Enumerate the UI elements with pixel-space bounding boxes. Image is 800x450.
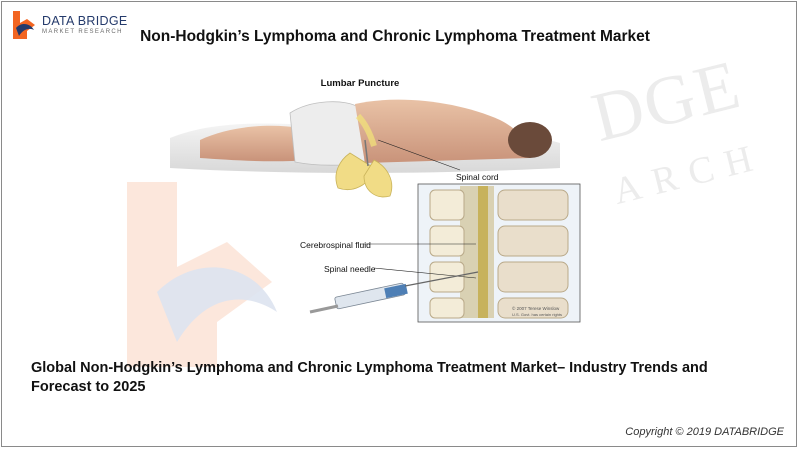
label-csf: Cerebrospinal fluid bbox=[300, 240, 371, 250]
gloved-hand-right bbox=[363, 159, 393, 198]
vertebrae-group bbox=[429, 189, 569, 319]
needle-leader bbox=[373, 267, 477, 279]
syringe-icon bbox=[309, 271, 479, 314]
illustration-credit-2: U.S. Govt. has certain rights bbox=[512, 312, 562, 317]
patient-legs bbox=[200, 125, 310, 162]
page-title-text: Non-Hodgkin’s Lymphoma and Chronic Lymph… bbox=[140, 28, 650, 45]
copyright-text: Copyright © 2019 DATABRIDGE bbox=[625, 426, 784, 438]
page-title: Non-Hodgkin’s Lymphoma and Chronic Lymph… bbox=[2, 28, 796, 46]
spinal-canal bbox=[460, 186, 494, 318]
data-bridge-logo-icon bbox=[13, 11, 35, 39]
report-title: Global Non-Hodgkin’s Lymphoma and Chroni… bbox=[31, 360, 708, 395]
illustration-title: Lumbar Puncture bbox=[321, 78, 400, 89]
patient-torso bbox=[355, 99, 531, 163]
logo-brand-text: DATA BRIDGE bbox=[42, 13, 128, 28]
patient-hair bbox=[508, 122, 552, 158]
label-spinal-cord: Spinal cord bbox=[456, 172, 499, 182]
illustration-credit: © 2007 Terese Winslow bbox=[512, 305, 560, 311]
spinal-cord-leader bbox=[377, 139, 461, 171]
needle-small bbox=[364, 139, 369, 167]
label-needle: Spinal needle bbox=[324, 264, 376, 274]
watermark-word-sub: ARCH bbox=[609, 135, 769, 213]
lumbar-puncture-illustration: Lumbar Puncture Spinal cord bbox=[170, 78, 581, 323]
spinal-cord-strand bbox=[478, 186, 488, 318]
watermark-word: DGE bbox=[584, 46, 749, 158]
brand-logo: DATA BRIDGE MARKET RESEARCH bbox=[10, 10, 128, 40]
logo-sub-text: MARKET RESEARCH bbox=[42, 29, 123, 36]
spine-highlight bbox=[355, 113, 377, 147]
